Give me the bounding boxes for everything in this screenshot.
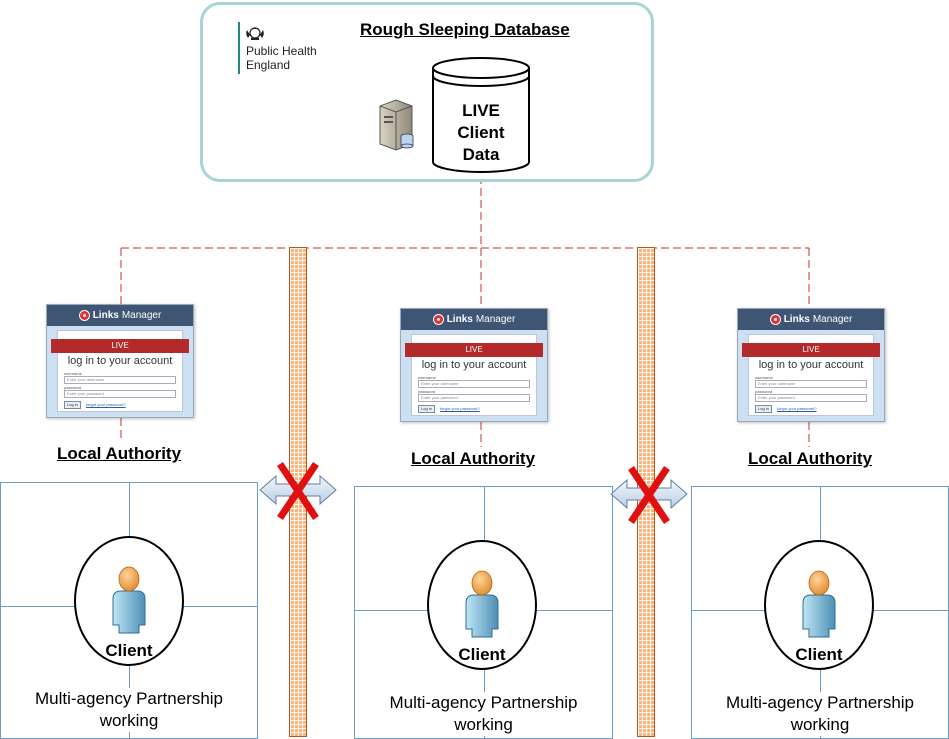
login-form: LIVE log in to your account username Ent… bbox=[51, 330, 189, 412]
partnership-label: Multi-agency Partnership working bbox=[362, 692, 605, 736]
login-heading: log in to your account bbox=[421, 359, 527, 371]
person-icon bbox=[465, 570, 499, 638]
partnership-line2: working bbox=[99, 711, 159, 730]
username-label: username bbox=[418, 375, 436, 380]
partnership-line1: Multi-agency Partnership bbox=[725, 693, 915, 712]
phe-logo-rule bbox=[238, 22, 240, 74]
forgot-password-link[interactable]: forgot your password? bbox=[86, 402, 126, 407]
login-button[interactable]: Log in bbox=[64, 401, 81, 409]
password-input[interactable]: Enter your password bbox=[418, 394, 530, 402]
database-title: Rough Sleeping Database bbox=[360, 20, 570, 39]
store-line-2: Client bbox=[457, 123, 505, 142]
password-label: password bbox=[418, 389, 436, 394]
partnership-line1: Multi-agency Partnership bbox=[34, 689, 224, 708]
login-button[interactable]: Log in bbox=[418, 405, 435, 413]
live-ribbon: LIVE bbox=[742, 343, 880, 357]
partnership-label: Multi-agency Partnership working bbox=[699, 692, 941, 736]
red-cross-icon bbox=[628, 466, 670, 524]
links-manager-logo-icon bbox=[78, 310, 90, 321]
partnership-line2: working bbox=[454, 715, 513, 734]
links-manager-logo-icon bbox=[769, 314, 781, 325]
forgot-password-link[interactable]: forgot your password? bbox=[777, 406, 817, 411]
brand-light: Manager bbox=[812, 314, 853, 325]
login-form: LIVE log in to your account username Ent… bbox=[405, 334, 543, 416]
database-cylinder-icon bbox=[432, 57, 530, 173]
login-form: LIVE log in to your account username Ent… bbox=[742, 334, 880, 416]
brand-bold: Links bbox=[446, 314, 473, 325]
red-cross-icon bbox=[277, 462, 319, 520]
username-label: username bbox=[755, 375, 773, 380]
login-heading: log in to your account bbox=[758, 359, 864, 371]
login-button[interactable]: Log in bbox=[755, 405, 772, 413]
live-ribbon: LIVE bbox=[51, 339, 189, 353]
password-input[interactable]: Enter your password bbox=[64, 390, 176, 398]
partnership-line2: working bbox=[790, 715, 850, 734]
database-store-label: LIVE Client Data bbox=[431, 100, 531, 166]
blocked-double-arrow-icon bbox=[610, 466, 688, 524]
person-icon bbox=[112, 566, 146, 634]
client-oval bbox=[427, 540, 537, 670]
brand-bold: Links bbox=[92, 310, 119, 321]
phe-logo-text: Public Health England bbox=[246, 44, 317, 72]
person-icon bbox=[802, 570, 836, 638]
local-authority-label: Local Authority bbox=[748, 449, 873, 468]
local-authority-label: Local Authority bbox=[411, 449, 536, 468]
client-label: Client bbox=[105, 641, 153, 660]
brand-bold: Links bbox=[783, 314, 810, 325]
password-input[interactable]: Enter your password bbox=[755, 394, 867, 402]
client-label: Client bbox=[795, 645, 843, 664]
blocked-double-arrow-icon bbox=[259, 462, 337, 520]
brand-light: Manager bbox=[475, 314, 516, 325]
username-input[interactable]: Enter your username bbox=[64, 376, 176, 384]
phe-name-line1: Public Health bbox=[246, 44, 317, 58]
partnership-label: Multi-agency Partnership working bbox=[8, 688, 250, 732]
links-manager-logo-icon bbox=[432, 314, 444, 325]
store-line-3: Data bbox=[462, 145, 500, 164]
forgot-password-link[interactable]: forgot your password? bbox=[440, 406, 480, 411]
brand-light: Manager bbox=[121, 310, 162, 321]
password-label: password bbox=[755, 389, 773, 394]
store-line-1: LIVE bbox=[462, 101, 500, 120]
database-panel bbox=[200, 2, 654, 182]
phe-name-line2: England bbox=[246, 58, 291, 72]
local-authority-label: Local Authority bbox=[57, 444, 182, 463]
royal-crest-icon bbox=[246, 27, 264, 40]
username-label: username bbox=[64, 371, 82, 376]
partnership-line1: Multi-agency Partnership bbox=[389, 693, 578, 712]
live-ribbon: LIVE bbox=[405, 343, 543, 357]
username-input[interactable]: Enter your username bbox=[418, 380, 530, 388]
server-icon bbox=[379, 99, 414, 151]
password-label: password bbox=[64, 385, 82, 390]
client-label: Client bbox=[458, 645, 506, 664]
login-heading: log in to your account bbox=[67, 355, 173, 367]
username-input[interactable]: Enter your username bbox=[755, 380, 867, 388]
